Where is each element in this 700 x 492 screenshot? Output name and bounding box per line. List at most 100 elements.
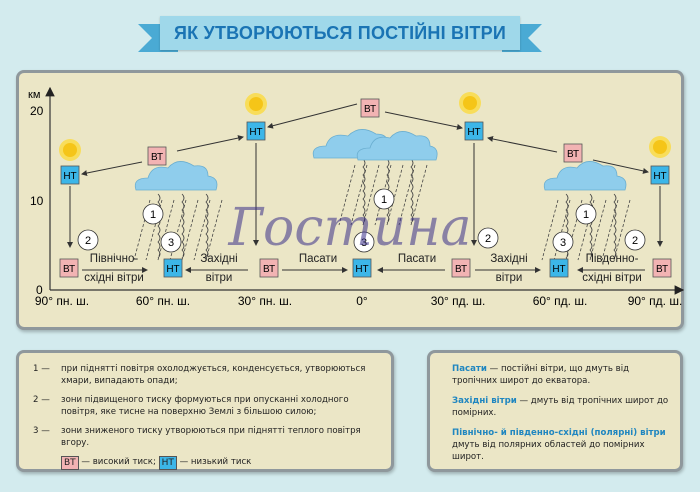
y-tick: 20 (30, 104, 44, 118)
legend-text: зони підвищеного тиску формуються при оп… (61, 395, 349, 417)
air-flow-arrow (592, 159, 649, 174)
rising-air-line (157, 193, 161, 259)
watermark: Гостина (228, 198, 472, 258)
pressure-label: НТ (355, 264, 368, 275)
page-title: ЯК УТВОРЮЮТЬСЯ ПОСТІЙНІ ВІТРИ (174, 22, 506, 43)
low-pressure-label: — низький тиск (179, 457, 252, 467)
wind-diagram: км 20 10 0 90° пн. ш. 60° пн. ш. 30° пн.… (28, 86, 685, 308)
legend-panel: 1 —при піднятті повітря охолоджується, к… (16, 350, 394, 472)
pressure-label: НТ (166, 264, 179, 275)
wind-label-westerlies: вітри (496, 272, 523, 284)
pressure-label: ВТ (455, 264, 467, 275)
pressure-label: ВТ (364, 104, 376, 115)
process-number: 2 (85, 235, 91, 247)
rising-air-line (362, 158, 366, 224)
rising-air-line (589, 193, 593, 259)
high-pressure-box: ВТ (652, 258, 672, 278)
rain-line (205, 199, 223, 261)
process-number: 3 (361, 237, 367, 249)
rain-line (181, 199, 199, 261)
x-tick: 30° пн. ш. (238, 294, 292, 308)
rain-line (601, 199, 619, 261)
process-number-marker: 1 (142, 203, 164, 225)
process-number: 3 (560, 237, 566, 249)
title-banner: ЯК УТВОРЮЮТЬСЯ ПОСТІЙНІ ВІТРИ (138, 16, 542, 52)
pressure-label: ВТ (63, 264, 75, 275)
rain-line (386, 164, 404, 226)
wind-label-northeast: східні вітри (84, 272, 144, 284)
air-flow-arrow (487, 136, 558, 153)
legend-text: зони зниженого тиску утворюються при під… (61, 426, 361, 448)
definitions-panel: Пасати — постійні вітри, що дмуть від тр… (427, 350, 683, 472)
process-number: 3 (168, 237, 174, 249)
process-number: 1 (381, 194, 387, 206)
cloud (134, 161, 218, 191)
wind-label-trade-winds: Пасати (299, 253, 337, 265)
x-tick: 60° пн. ш. (136, 294, 190, 308)
high-pressure-box: ВТ (61, 456, 79, 470)
process-number-marker: 1 (373, 188, 395, 210)
x-tick: 30° пд. ш. (431, 294, 486, 308)
sun-icon (649, 136, 671, 158)
process-number-marker: 3 (552, 231, 574, 253)
low-pressure-box: НТ (246, 121, 266, 141)
pressure-label: НТ (653, 171, 666, 182)
definition-text: — дмуть від тропічних широт до помірних. (452, 396, 669, 418)
wind-label-northeast: Північно- (90, 253, 139, 265)
rain-line (541, 199, 559, 261)
sun-icon (459, 92, 481, 114)
low-pressure-box: НТ (60, 165, 80, 185)
air-flow-arrow (384, 111, 463, 130)
low-pressure-box: НТ (163, 258, 183, 278)
legend-number: 2 — (33, 395, 50, 405)
high-pressure-box: ВТ (59, 258, 79, 278)
low-pressure-box: НТ (352, 258, 372, 278)
y-tick: 0 (36, 283, 43, 297)
low-pressure-box: НТ (158, 456, 177, 470)
low-pressure-box: НТ (650, 165, 670, 185)
cloud (356, 131, 438, 161)
pressure-label: ВТ (263, 264, 275, 275)
sun-icon (59, 139, 81, 161)
rain-line (589, 199, 607, 261)
rising-air-line (181, 193, 185, 259)
process-number-marker: 1 (575, 203, 597, 225)
high-pressure-box: ВТ (360, 98, 380, 118)
process-number: 1 (583, 209, 589, 221)
y-axis-unit: км (28, 89, 40, 101)
rain-line (613, 199, 631, 261)
x-tick: 0° (356, 294, 368, 308)
legend-number: 3 — (33, 426, 50, 436)
definition-text: — постійні вітри, що дмуть від тропічних… (452, 364, 630, 386)
process-number-marker: 3 (353, 231, 375, 253)
process-number: 2 (485, 233, 491, 245)
process-number-marker: 3 (160, 231, 182, 253)
air-flow-arrow (81, 161, 143, 176)
air-flow-arrow (267, 103, 358, 129)
legend-number: 1 — (33, 364, 50, 374)
rising-air-line (613, 193, 617, 259)
high-pressure-box: ВТ (259, 258, 279, 278)
rising-air-line (205, 193, 209, 259)
wind-label-southeast: Південно- (586, 253, 639, 265)
rising-air-line (410, 158, 414, 224)
wind-label-trade-winds: Пасати (398, 253, 436, 265)
rain-line (338, 164, 356, 226)
high-pressure-box: ВТ (147, 146, 167, 166)
process-number: 2 (632, 235, 638, 247)
y-tick: 10 (30, 194, 44, 208)
process-number-marker: 2 (477, 227, 499, 249)
x-tick: 90° пн. ш. (35, 294, 89, 308)
pressure-label: НТ (249, 127, 262, 138)
definition-text: дмуть від полярних областей до помірних … (452, 440, 645, 462)
definition-term: Північно- й південно-східні (полярні) ві… (452, 428, 666, 438)
wind-label-southeast: східні вітри (582, 272, 642, 284)
process-number-marker: 2 (624, 229, 646, 251)
x-tick: 60° пд. ш. (533, 294, 588, 308)
process-number-marker: 2 (77, 229, 99, 251)
low-pressure-box: НТ (549, 258, 569, 278)
high-pressure-box: ВТ (563, 143, 583, 163)
definition-term: Пасати (452, 364, 487, 374)
air-flow-arrow (176, 135, 244, 152)
sun-icon (245, 93, 267, 115)
